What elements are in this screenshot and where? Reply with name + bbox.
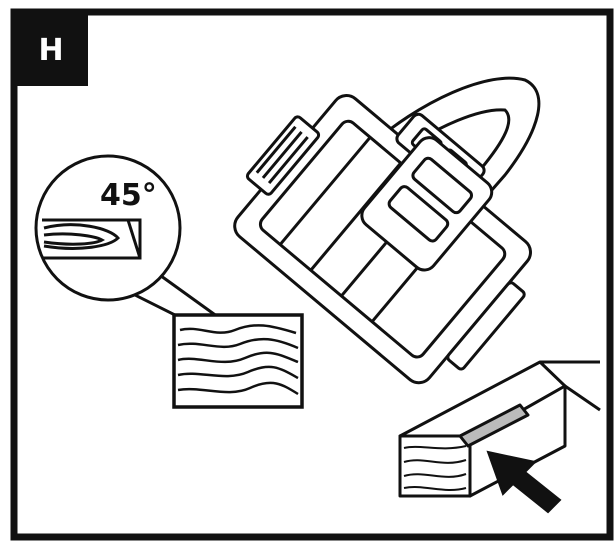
wood-grain-sample	[172, 313, 304, 409]
detail-circle	[34, 154, 182, 302]
step-label: H	[38, 33, 63, 68]
chamfer-edge	[458, 403, 530, 448]
detail-board	[42, 218, 142, 260]
planer-tool	[233, 76, 541, 385]
step-badge: H	[14, 12, 88, 86]
angle-label: 45°	[100, 178, 157, 213]
front-shoe	[446, 281, 526, 371]
direction-arrow-icon	[486, 450, 562, 514]
